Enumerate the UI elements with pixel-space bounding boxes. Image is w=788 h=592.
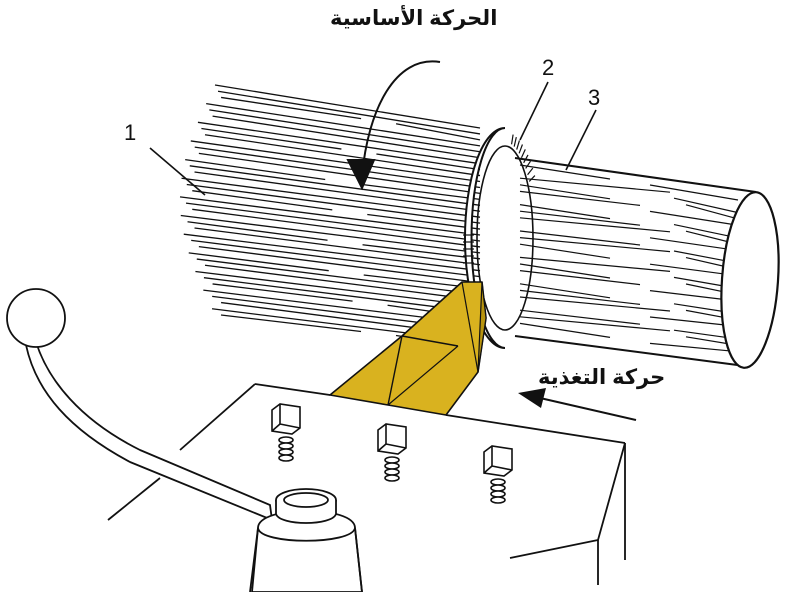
- callout-leaders: [149, 81, 597, 196]
- primary-motion-arrow: [346, 60, 441, 191]
- leader-1: [149, 147, 206, 196]
- workpiece-end-face: [720, 191, 780, 369]
- callout-3: 3: [588, 85, 601, 110]
- feed-motion-label: حركة التغذية: [538, 366, 666, 389]
- workpiece-machined-section: [514, 157, 780, 369]
- clamp-screw-3: [483, 445, 513, 504]
- leader-3: [565, 109, 597, 171]
- cutting-tool: [329, 281, 487, 416]
- primary-motion-label: الحركة الأساسية: [330, 7, 498, 30]
- lever-pivot: [249, 488, 363, 592]
- clamp-screws: [271, 403, 513, 504]
- callout-2: 2: [542, 55, 555, 80]
- tool-post-block: [179, 383, 626, 585]
- leader-2: [519, 81, 549, 141]
- feed-motion-arrow: [518, 388, 637, 421]
- clamp-screw-1: [271, 403, 301, 462]
- clamp-screw-2: [377, 423, 407, 482]
- callout-1: 1: [124, 120, 137, 145]
- lever-knob: [6, 288, 66, 348]
